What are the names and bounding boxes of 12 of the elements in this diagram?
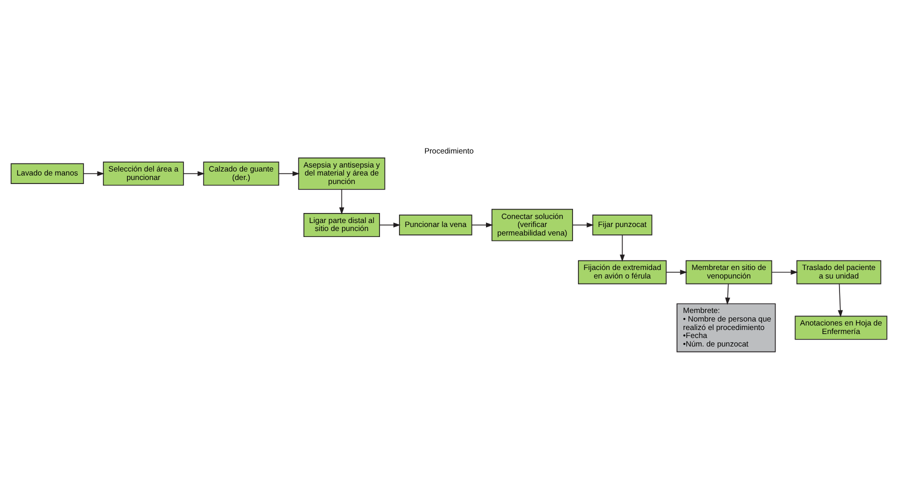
arrow [471, 222, 494, 228]
arrow [379, 222, 401, 228]
arrow [620, 234, 625, 262]
arrow [725, 283, 730, 304]
arrow [339, 188, 344, 214]
arrow [83, 170, 104, 176]
arrow [572, 222, 594, 228]
arrow [278, 170, 300, 176]
arrow [838, 283, 843, 317]
arrow [183, 170, 205, 176]
arrow [771, 269, 798, 274]
arrow [666, 269, 688, 274]
